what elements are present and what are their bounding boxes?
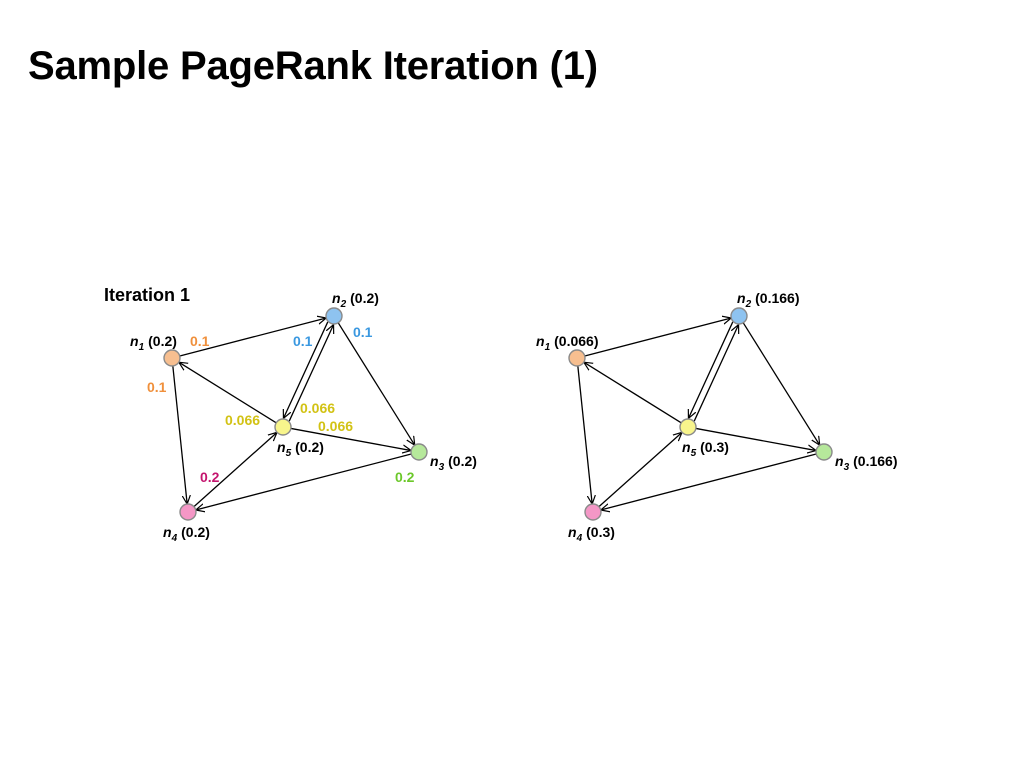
node-value-n2: (0.2) [350, 290, 379, 306]
node-label-n2: n2(0.2) [332, 290, 379, 310]
node-n2 [730, 307, 748, 325]
flow-label: 0.066 [318, 418, 353, 434]
edge-n4-to-n5 [598, 432, 682, 508]
edge-n1-to-n4 [172, 365, 187, 504]
node-label-n2: n2(0.166) [737, 290, 799, 310]
edge-n3-to-n4 [196, 453, 412, 510]
edge-n1-to-n2 [584, 318, 732, 357]
edge-n4-to-n5 [193, 432, 277, 508]
node-label-n1: n1(0.2) [130, 333, 177, 353]
node-label-n3: n3(0.166) [835, 453, 897, 473]
node-value-n2: (0.166) [755, 290, 799, 306]
flow-label: 0.066 [300, 400, 335, 416]
node-value-n5: (0.2) [295, 439, 324, 455]
edge-n2-to-n5 [283, 321, 329, 418]
node-n1 [163, 349, 181, 367]
flow-label: 0.2 [395, 469, 415, 485]
edge-n1-to-n4 [577, 365, 592, 504]
node-n4 [584, 503, 602, 521]
graph-iteration-result: n1(0.066) n2(0.166) n3(0.166) n4(0.3) n5(0.3… [536, 290, 897, 544]
edge-n5-to-n2 [288, 325, 333, 422]
node-label-n4: n4(0.2) [163, 524, 210, 544]
node-n3 [815, 443, 833, 461]
node-value-n4: (0.3) [586, 524, 615, 540]
node-n2 [325, 307, 343, 325]
node-n3 [410, 443, 428, 461]
node-label-n5: n5(0.3) [682, 439, 729, 459]
node-value-n4: (0.2) [181, 524, 210, 540]
edge-n2-to-n5 [688, 321, 734, 418]
iteration-caption: Iteration 1 [104, 285, 190, 305]
edge-n5-to-n1 [179, 362, 277, 424]
edge-n5-to-n2 [693, 325, 738, 422]
edge-n5-to-n1 [584, 362, 682, 424]
slide-title: Sample PageRank Iteration (1) [28, 44, 598, 88]
node-value-n5: (0.3) [700, 439, 729, 455]
node-label-n5: n5(0.2) [277, 439, 324, 459]
flow-label: 0.1 [353, 324, 373, 340]
node-label-n3: n3(0.2) [430, 453, 477, 473]
node-n1 [568, 349, 586, 367]
node-label-n4: n4(0.3) [568, 524, 615, 544]
graph-iteration-1: n1(0.2) n2(0.2) n3(0.2) n4(0.2) n5(0.2) 0.1 0.… [130, 290, 477, 544]
edge-n2-to-n3 [337, 322, 415, 445]
node-value-n1: (0.2) [148, 333, 177, 349]
edge-n1-to-n2 [179, 318, 327, 357]
node-value-n3: (0.166) [853, 453, 897, 469]
edge-n5-to-n3 [290, 427, 411, 450]
flow-label: 0.1 [190, 333, 210, 349]
flow-label: 0.2 [200, 469, 220, 485]
edge-n5-to-n3 [695, 427, 816, 450]
flow-label: 0.066 [225, 412, 260, 428]
node-value-n3: (0.2) [448, 453, 477, 469]
node-value-n1: (0.066) [554, 333, 598, 349]
edge-n2-to-n3 [742, 322, 820, 445]
flow-label: 0.1 [293, 333, 313, 349]
flow-label: 0.1 [147, 379, 167, 395]
node-n5 [274, 418, 292, 436]
edge-n3-to-n4 [601, 453, 817, 510]
node-n4 [179, 503, 197, 521]
node-n5 [679, 418, 697, 436]
node-label-n1: n1(0.066) [536, 333, 598, 353]
